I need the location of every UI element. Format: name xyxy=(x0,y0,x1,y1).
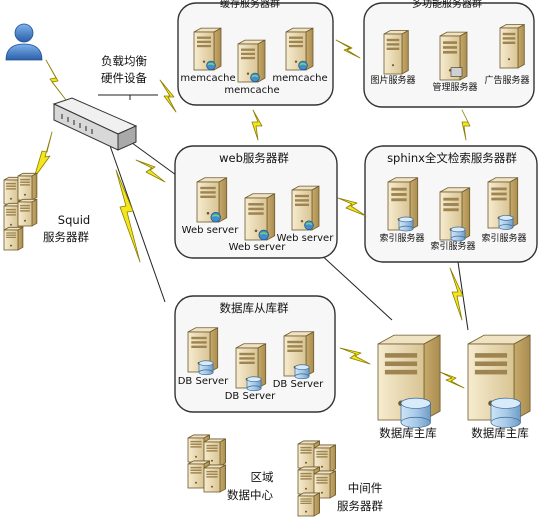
db-master-server-1 xyxy=(377,334,441,428)
lb-to-dbslave-link xyxy=(107,139,166,303)
middleware-server-b xyxy=(313,444,337,473)
image-server xyxy=(383,29,409,75)
db-slave-label-2: DB Server xyxy=(224,391,276,402)
db-slave-server-3 xyxy=(283,331,315,380)
bolt-multi-sphinx xyxy=(461,109,471,141)
index-server-1 xyxy=(387,177,419,232)
web-server-1 xyxy=(196,177,228,223)
bolt-cache-multi xyxy=(335,39,361,59)
sphinx-cluster-title: sphinx全文检索服务器群 xyxy=(384,151,520,165)
regional-server-d xyxy=(203,464,227,493)
memcache-server-3 xyxy=(285,27,314,71)
middleware-label-line1: 中间件 xyxy=(347,481,383,495)
multi-server-label-2: 管理服务器 xyxy=(432,83,478,93)
bolt-dbslave-db xyxy=(339,347,371,365)
bolt-db-db xyxy=(439,371,465,389)
regional-dc-label-line1: 区域 xyxy=(250,470,274,484)
squid-server-e xyxy=(3,226,24,251)
cache-server-label-1: memcache xyxy=(180,73,236,84)
squid-server-b xyxy=(17,172,38,201)
db-master-server-2 xyxy=(467,334,531,428)
lightning-links xyxy=(33,39,471,389)
memcache-server-2 xyxy=(237,39,266,83)
db-master-label-2: 数据库主库 xyxy=(471,426,529,440)
load-balancer-label-line1: 负载均衡 xyxy=(101,54,147,68)
web-server-label-1: Web server xyxy=(181,225,239,236)
server-icons xyxy=(3,23,531,517)
sphinx-server-label-2: 索引服务器 xyxy=(430,242,476,252)
multi-server-label-3: 广告服务器 xyxy=(484,76,530,86)
db-slave-label-1: DB Server xyxy=(177,376,229,387)
squid-label-line1: Squid xyxy=(57,213,91,227)
index-server-3 xyxy=(487,177,519,230)
load-balancer-label-line2: 硬件设备 xyxy=(101,71,147,85)
cache-cluster-title: 缓存服务器群 xyxy=(220,0,280,10)
sphinx-server-label-3: 索引服务器 xyxy=(481,234,527,244)
db-slave-server-2 xyxy=(235,343,267,392)
squid-server-d xyxy=(17,198,38,227)
web-server-3 xyxy=(291,185,320,231)
regional-dc-label-line2: 数据中心 xyxy=(227,488,273,502)
bolt-lb-cache xyxy=(159,79,177,113)
ad-server xyxy=(499,23,525,69)
web-server-label-3: Web server xyxy=(276,233,334,244)
regional-server-b xyxy=(203,438,227,467)
multi-cluster-title: 多功能服务器群 xyxy=(412,0,482,10)
web-server-2 xyxy=(244,193,276,241)
bolt-user-lb xyxy=(45,59,67,101)
bolt-squid-lb xyxy=(33,131,53,179)
dbslave-cluster-title: 数据库从库群 xyxy=(216,301,292,315)
web-server-label-2: Web server xyxy=(228,242,286,253)
load-balancer-device xyxy=(52,97,138,151)
db-master-label-1: 数据库主库 xyxy=(379,426,437,440)
middleware-server-d xyxy=(313,470,337,499)
bolt-lb-web xyxy=(135,159,166,183)
middleware-server-e xyxy=(297,492,321,517)
bolt-sphinx-db xyxy=(449,267,464,321)
cache-server-label-2: memcache xyxy=(224,85,280,96)
multi-server-label-1: 图片服务器 xyxy=(370,76,416,86)
web-to-dbmaster-link xyxy=(317,251,393,321)
user-icon xyxy=(5,23,43,61)
memcache-server-1 xyxy=(193,27,222,71)
db-slave-server-1 xyxy=(187,327,219,376)
lb-to-web-link xyxy=(127,139,177,176)
web-cluster-title: web服务器群 xyxy=(216,151,292,165)
cache-server-label-3: memcache xyxy=(272,73,328,84)
middleware-label-line2: 服务器群 xyxy=(337,499,383,513)
db-slave-label-3: DB Server xyxy=(272,379,324,390)
index-server-2 xyxy=(439,187,471,242)
sphinx-server-label-1: 索引服务器 xyxy=(379,234,425,244)
squid-label-line2: 服务器群 xyxy=(43,230,89,244)
bolt-cache-web xyxy=(251,109,263,141)
bolt-lb-long xyxy=(115,169,141,263)
admin-server xyxy=(439,31,468,81)
bolt-web-sphinx xyxy=(337,197,367,217)
